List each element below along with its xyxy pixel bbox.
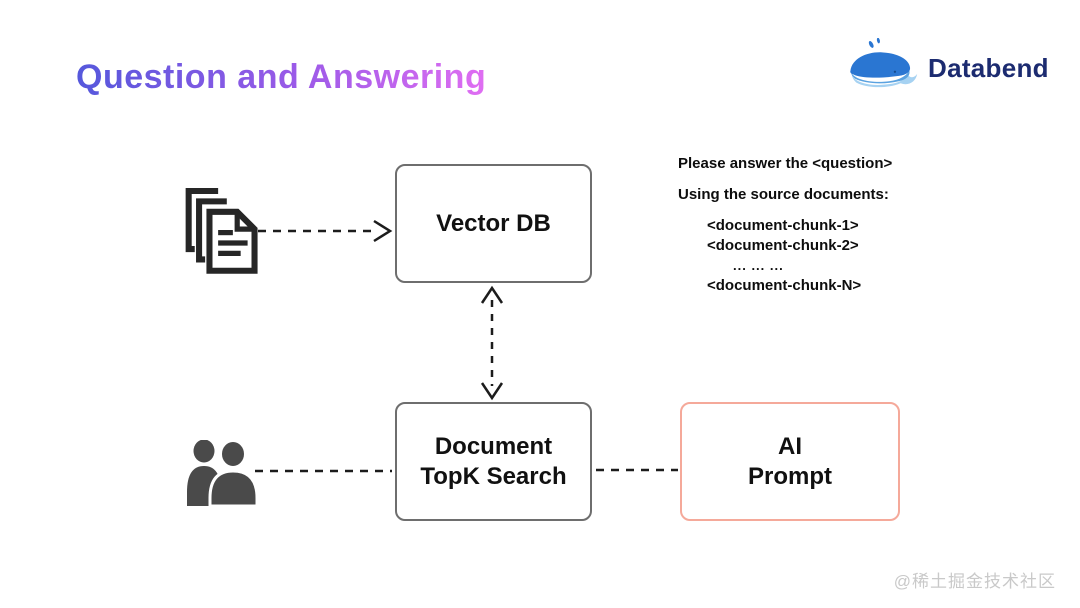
node-vector-db: Vector DB [395, 164, 592, 283]
users-icon [187, 439, 267, 511]
docs-to-vectordb-arrowhead [373, 219, 393, 243]
node-ai-prompt-label-line1: AI [778, 432, 802, 460]
prompt-line-chunk1: <document-chunk-1> [707, 217, 859, 234]
node-ai-prompt-label-line2: Prompt [748, 462, 832, 490]
page-title: Question and Answering [76, 58, 487, 96]
documents-stack-icon [180, 186, 258, 279]
prompt-line-using: Using the source documents: [678, 186, 889, 203]
node-vector-db-label: Vector DB [436, 209, 551, 237]
prompt-line-question: Please answer the <question> [678, 155, 893, 172]
node-ai-prompt: AI Prompt [680, 402, 900, 521]
watermark: @稀土掘金技术社区 [893, 572, 1056, 591]
vectordb-topk-arrowhead-down [480, 382, 504, 401]
databend-whale-icon [846, 37, 918, 99]
vectordb-topk-arrowhead-up [480, 285, 504, 304]
databend-logo-text: Databend [928, 53, 1049, 83]
databend-logo: Databend [846, 37, 1049, 99]
prompt-line-ellipsis: ... ... ... [733, 258, 784, 273]
prompt-line-chunk2: <document-chunk-2> [707, 237, 859, 254]
node-topk-search-label-line2: TopK Search [420, 462, 567, 490]
prompt-text-block: Please answer the <question> Using the s… [678, 154, 978, 296]
node-topk-search-label-line1: Document [434, 432, 553, 460]
node-topk-search: Document TopK Search [395, 402, 592, 521]
prompt-line-chunkN: <document-chunk-N> [707, 277, 862, 294]
